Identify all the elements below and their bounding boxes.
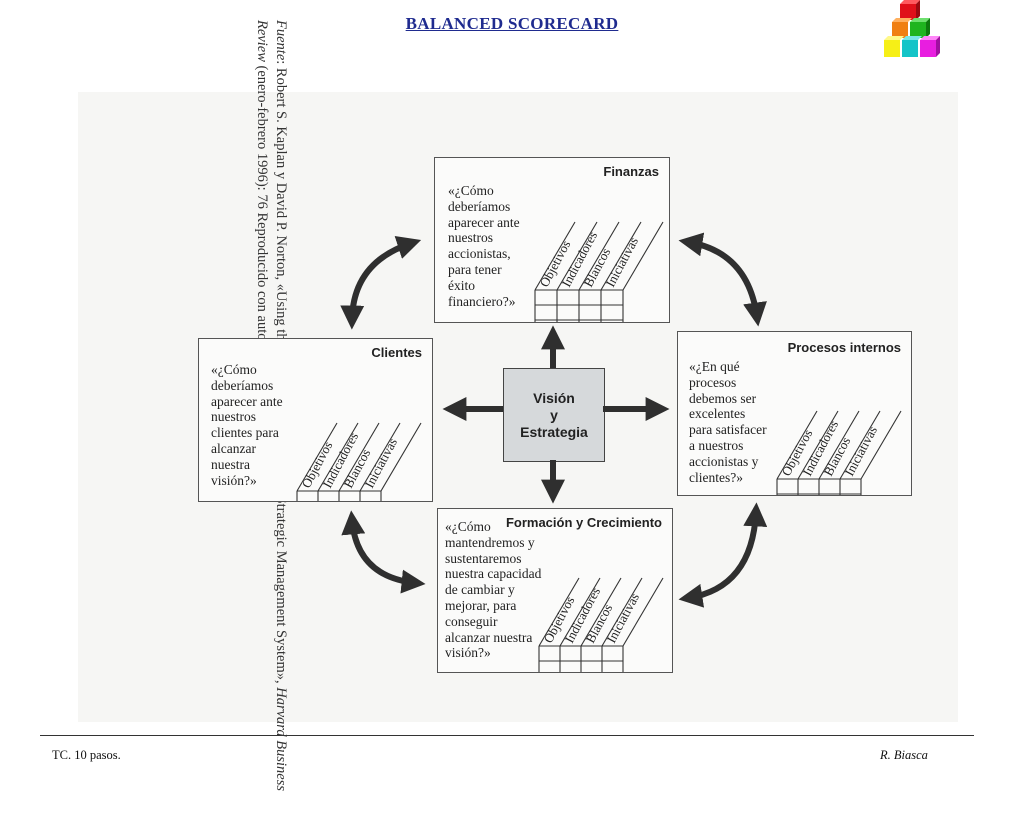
curved-arrow-bottom-left <box>341 510 426 594</box>
cyan-cube <box>902 36 922 57</box>
page-title: BALANCED SCORECARD <box>405 14 619 33</box>
box-title: Formación y Crecimiento <box>505 515 662 530</box>
curved-arrow-top-right <box>678 232 767 327</box>
box-title: Procesos internos <box>787 340 901 355</box>
stacked-cubes-logo <box>884 0 940 57</box>
box-formacion: Formación y Crecimiento «¿Cómo mantendre… <box>437 508 673 673</box>
box-title: Clientes <box>371 345 422 360</box>
box-question: «¿Cómo mantendremos y sustentaremos nues… <box>445 519 542 661</box>
footer-left: TC. 10 pasos. <box>52 748 121 762</box>
connector-arrows <box>340 232 768 608</box>
box-title: Finanzas <box>603 164 659 179</box>
box-procesos: Procesos internos «¿En qué procesos debe… <box>677 331 912 496</box>
orange-cube <box>892 18 912 38</box>
red-cube <box>900 0 920 20</box>
box-finanzas: Finanzas «¿Cómo deberíamos aparecer ante… <box>434 157 670 323</box>
footer-rule <box>40 735 974 736</box>
green-cube <box>910 18 930 38</box>
box-question: «¿En qué procesos debemos ser excelentes… <box>689 359 767 485</box>
magenta-cube <box>920 36 940 57</box>
footer-right: R. Biasca <box>880 748 928 762</box>
curved-arrow-top-left <box>340 235 422 330</box>
box-question: «¿Cómo deberíamos aparecer ante nuestros… <box>211 362 283 488</box>
yellow-cube <box>884 36 904 57</box>
curved-arrow-bottom-right <box>678 502 768 608</box>
box-clientes: Clientes «¿Cómo deberíamos aparecer ante… <box>198 338 433 502</box>
box-question: «¿Cómo deberíamos aparecer ante nuestros… <box>448 183 520 309</box>
